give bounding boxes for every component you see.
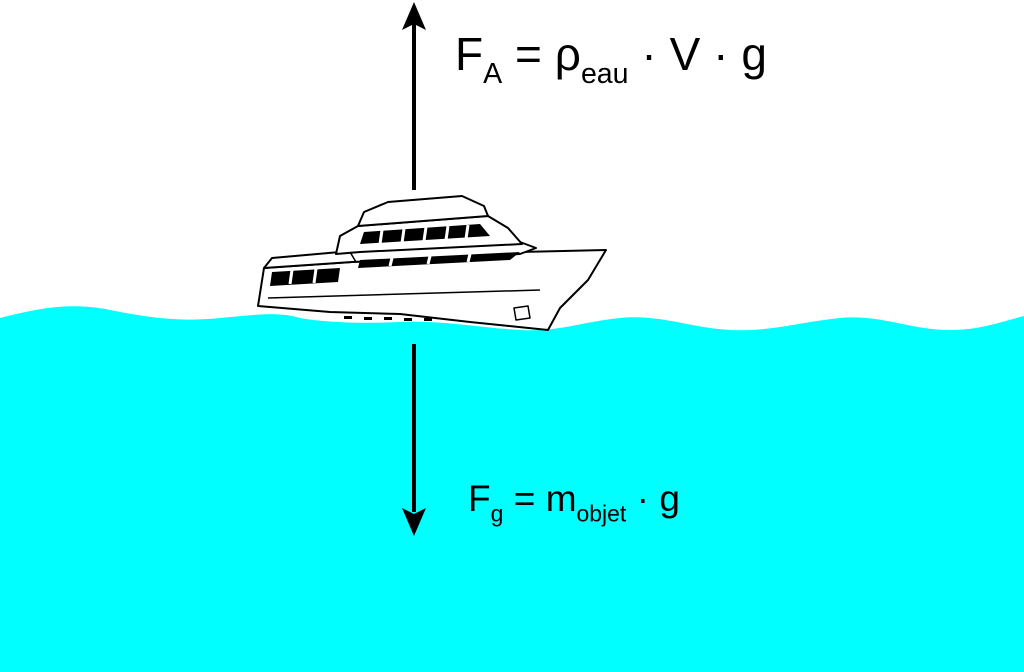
density-symbol: ρ (554, 28, 581, 80)
gravity-formula: Fg=mobjet·g (468, 475, 680, 527)
water-body (0, 306, 1024, 672)
buoyancy-force-subscript: A (483, 57, 503, 90)
mass-subscript: objet (576, 500, 627, 527)
buoyancy-equals: = (515, 28, 542, 80)
arrow-down-icon (402, 344, 426, 536)
multiply-dot: · (713, 28, 729, 80)
buoyancy-formula: FA=ρeau·V·g (455, 24, 767, 88)
density-subscript: eau (580, 57, 629, 90)
mass-symbol: m (545, 478, 577, 519)
gravity-constant: g (741, 28, 767, 80)
multiply-dot: · (641, 28, 657, 80)
gravity-force-subscript: g (490, 500, 504, 527)
gravity-constant: g (659, 478, 680, 519)
multiply-dot: · (636, 478, 649, 519)
volume-symbol: V (669, 28, 701, 80)
gravity-force-symbol: F (468, 478, 491, 519)
arrow-up-icon (402, 2, 426, 190)
gravity-equals: = (513, 478, 536, 519)
yacht-icon (257, 195, 607, 331)
buoyancy-force-symbol: F (455, 28, 484, 80)
